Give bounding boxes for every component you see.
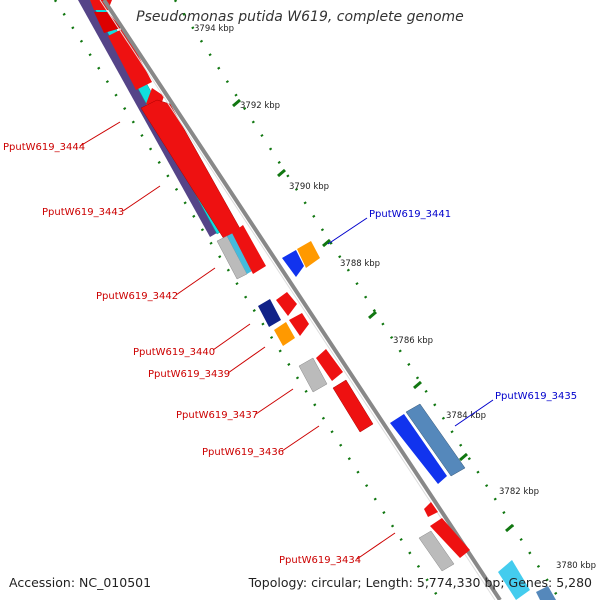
gene-cyan-bottom[interactable] [498, 560, 530, 600]
tick-label-3794: 3794 kbp [194, 24, 234, 34]
gene-gray-3437[interactable] [298, 357, 328, 393]
callout-lines [79, 121, 494, 560]
tick-label-3792: 3792 kbp [240, 101, 280, 111]
gene-label-3440[interactable]: PputW619_3440 [133, 347, 215, 358]
callout-3444 [79, 121, 121, 147]
gene-red-3439[interactable] [289, 313, 309, 336]
tick-mark-3790 [277, 168, 286, 178]
gene-red-3437[interactable] [316, 349, 343, 381]
callout-3434 [356, 532, 396, 560]
tick-mark-3792 [232, 98, 241, 108]
tick-mark-3780 [505, 523, 514, 533]
genome-summary: Topology: circular; Length: 5,774,330 bp… [248, 575, 592, 590]
callout-3436 [281, 425, 320, 452]
gene-orange-3439[interactable] [274, 322, 295, 346]
major-ticks [232, 98, 514, 533]
gene-red-small-3434[interactable] [424, 502, 438, 517]
gene-navy-3440[interactable] [258, 299, 281, 327]
callout-3441 [327, 217, 368, 245]
gene-red-3434[interactable] [430, 518, 470, 558]
gene-gray-3434[interactable] [418, 530, 455, 572]
tick-mark-3782 [459, 452, 468, 462]
callout-3437 [255, 388, 294, 415]
gene-red-3442[interactable] [232, 225, 266, 274]
gene-blue-3441[interactable] [282, 250, 304, 277]
gene-label-3436[interactable]: PputW619_3436 [202, 447, 284, 458]
gene-blue-3435[interactable] [390, 414, 447, 484]
gene-label-3434[interactable]: PputW619_3434 [279, 555, 361, 566]
callout-3440 [212, 323, 251, 351]
gene-steel-bottom[interactable] [536, 586, 556, 600]
gene-orange-3441[interactable] [297, 241, 320, 268]
tick-mark-3786 [368, 310, 377, 320]
outer-scale-track [173, 0, 562, 600]
tick-label-3786: 3786 kbp [393, 336, 433, 346]
tick-mark-3788 [322, 238, 331, 248]
gene-label-3439[interactable]: PputW619_3439 [148, 369, 230, 380]
tick-label-3780: 3780 kbp [556, 561, 596, 571]
tick-label-3782: 3782 kbp [499, 487, 539, 497]
callout-3442 [175, 267, 216, 296]
genome-backbone-outer [102, 0, 502, 600]
gene-label-3437[interactable]: PputW619_3437 [176, 410, 258, 421]
gene-red-top-2[interactable] [94, 12, 121, 33]
gene-steel-3435[interactable] [405, 403, 466, 477]
gene-red-3444[interactable] [140, 99, 253, 259]
tick-label-3788: 3788 kbp [340, 259, 380, 269]
gene-cyan-3442[interactable] [227, 233, 252, 274]
callout-3443 [122, 185, 161, 212]
gene-red-3440[interactable] [276, 292, 297, 316]
gene-label-3441[interactable]: PputW619_3441 [369, 209, 451, 220]
gene-label-3444[interactable]: PputW619_3444 [3, 142, 85, 153]
tick-mark-3784 [413, 380, 422, 390]
gene-red-3436[interactable] [332, 379, 374, 433]
gene-label-3443[interactable]: PputW619_3443 [42, 207, 124, 218]
gene-label-3442[interactable]: PputW619_3442 [96, 291, 178, 302]
map-title: Pseudomonas putida W619, complete genome [136, 9, 464, 25]
tick-label-3784: 3784 kbp [446, 411, 486, 421]
genome-backbone-inner [99, 0, 496, 600]
gene-label-3435[interactable]: PputW619_3435 [495, 391, 577, 402]
callout-3439 [227, 346, 266, 374]
accession-label: Accession: NC_010501 [9, 575, 152, 590]
tick-label-3790: 3790 kbp [289, 182, 329, 192]
gene-red-top-3[interactable] [108, 28, 152, 90]
callout-3435 [454, 399, 494, 427]
